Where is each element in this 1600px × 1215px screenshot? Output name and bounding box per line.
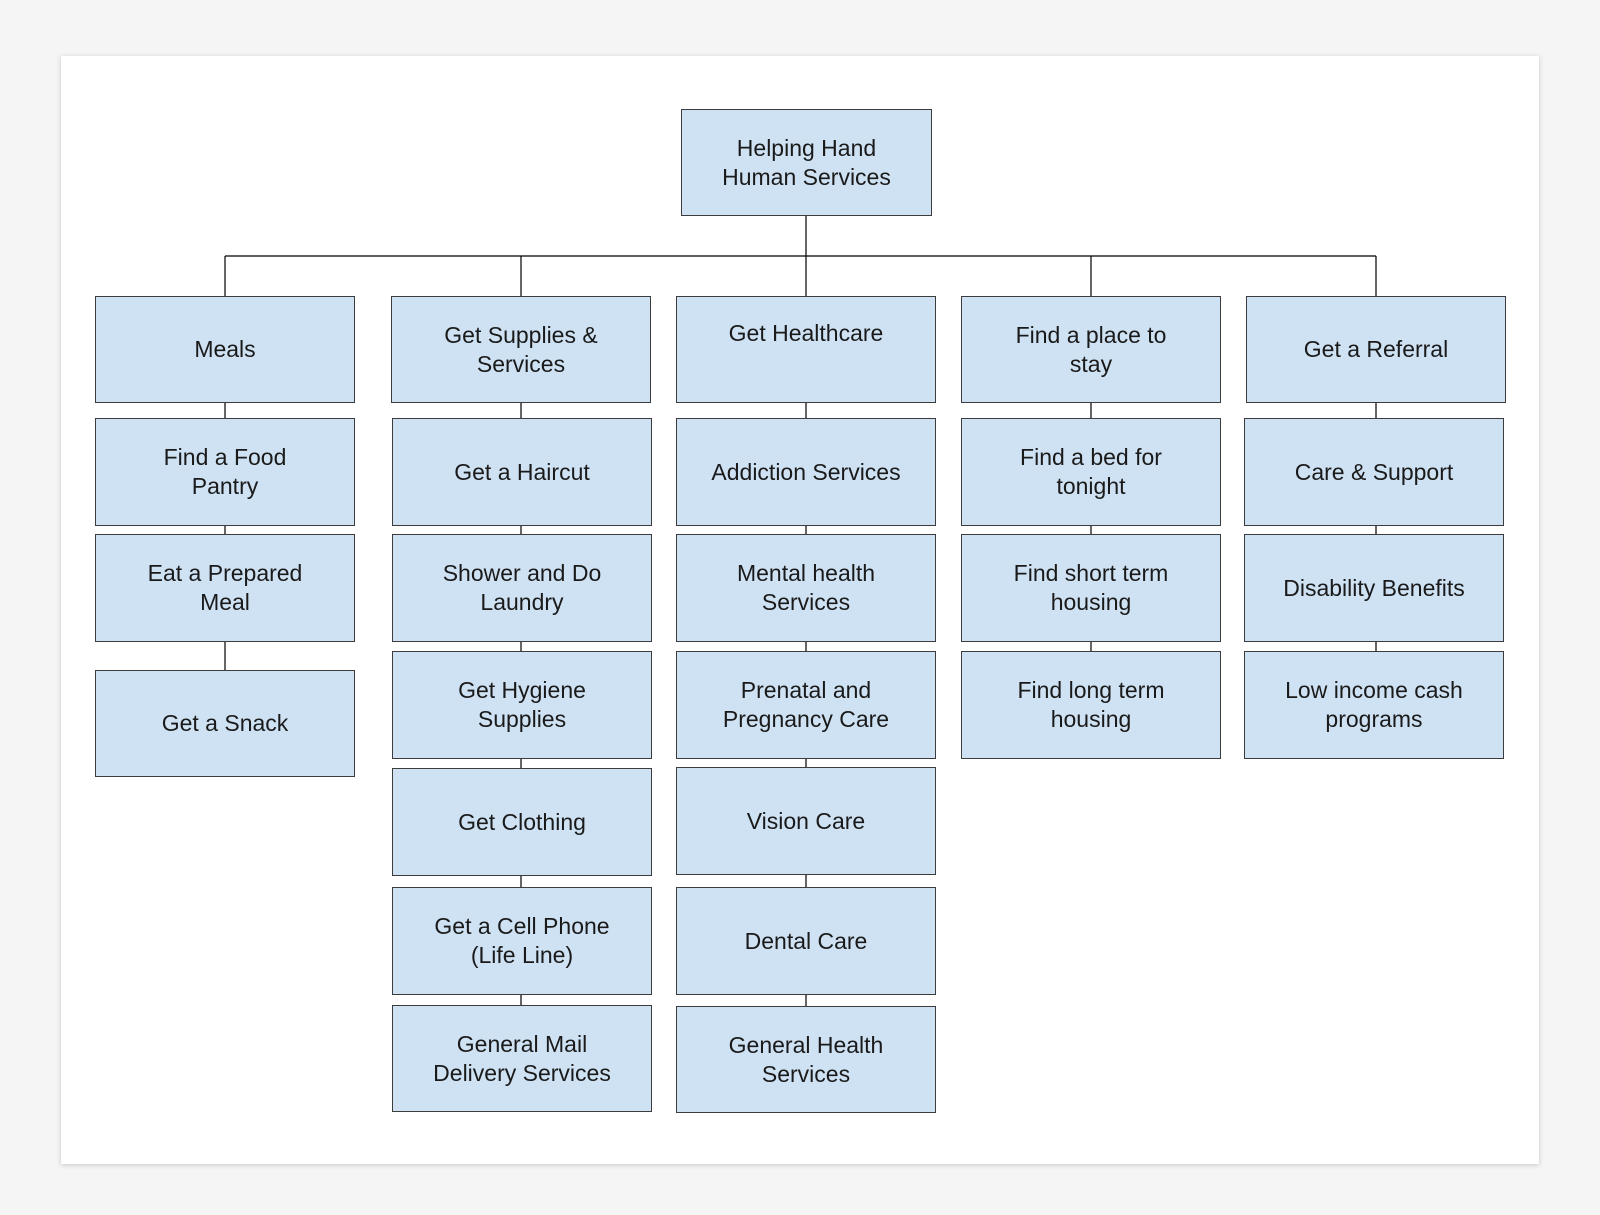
node-get-snack: Get a Snack <box>95 670 355 777</box>
node-shower-laundry: Shower and Do Laundry <box>392 534 652 642</box>
node-label: Disability Benefits <box>1283 574 1465 601</box>
node-category-referral: Get a Referral <box>1246 296 1506 403</box>
node-label: Find short term <box>1013 560 1169 586</box>
node-label: Get a Snack <box>161 710 289 736</box>
node-label: General Mail <box>456 1030 588 1057</box>
node-label: housing <box>1050 706 1132 732</box>
node-vision-care: Vision Care <box>676 767 936 875</box>
node-root-line1: Helping Hand <box>736 134 877 161</box>
node-get-clothing: Get Clothing <box>392 768 652 876</box>
node-label: Get a Referral <box>1303 336 1449 362</box>
node-label: Get Supplies & <box>444 321 598 348</box>
node-get-haircut: Get a Haircut <box>392 418 652 526</box>
node-label: Find a Food <box>163 444 287 470</box>
node-disability-benefits: Disability Benefits <box>1244 534 1504 642</box>
node-label: Low income cash <box>1285 677 1463 703</box>
node-label: (Life Line) <box>470 942 574 968</box>
node-hygiene-supplies: Get Hygiene Supplies <box>392 651 652 759</box>
node-care-support: Care & Support <box>1244 418 1504 526</box>
node-long-term-housing: Find long term housing <box>961 651 1221 759</box>
node-find-food-pantry: Find a Food Pantry <box>95 418 355 526</box>
node-dental-care: Dental Care <box>676 887 936 995</box>
node-label: Get Clothing <box>458 808 586 835</box>
node-general-health: General Health Services <box>676 1006 936 1113</box>
node-label: Find long term <box>1017 677 1165 703</box>
node-label: Get Healthcare <box>728 320 884 346</box>
node-label: Supplies <box>477 706 567 732</box>
node-root: Helping Hand Human Services <box>681 109 932 216</box>
node-bed-tonight: Find a bed for tonight <box>961 418 1221 526</box>
node-label: Pregnancy Care <box>722 706 890 732</box>
node-label: Services <box>761 1060 851 1087</box>
node-category-stay: Find a place to stay <box>961 296 1221 403</box>
node-category-healthcare: Get Healthcare <box>676 296 936 403</box>
node-label: Prenatal and <box>740 677 872 703</box>
node-label: Meals <box>194 336 256 362</box>
node-label: stay <box>1069 350 1113 377</box>
node-label: Vision Care <box>746 807 866 834</box>
node-category-meals: Meals <box>95 296 355 403</box>
node-label: housing <box>1050 589 1132 615</box>
node-cell-phone: Get a Cell Phone (Life Line) <box>392 887 652 995</box>
node-label: Services <box>476 350 566 377</box>
node-label: Addiction Services <box>711 458 901 485</box>
node-addiction-services: Addiction Services <box>676 418 936 526</box>
node-root-line2: Human Services <box>722 163 891 190</box>
node-label: Delivery Services <box>433 1059 611 1086</box>
node-label: Find a bed for <box>1020 444 1162 470</box>
node-label: Get a Haircut <box>454 458 590 485</box>
node-label: General Health <box>728 1031 884 1058</box>
node-category-supplies: Get Supplies & Services <box>391 296 651 403</box>
node-label: Get a Cell Phone <box>434 913 610 939</box>
node-label: Pantry <box>191 473 259 499</box>
node-prenatal-care: Prenatal and Pregnancy Care <box>676 651 936 759</box>
node-label: Eat a Prepared <box>147 560 303 586</box>
node-label: Mental health <box>736 560 876 586</box>
node-low-income-cash: Low income cash programs <box>1244 651 1504 759</box>
node-short-term-housing: Find short term housing <box>961 534 1221 642</box>
node-label: Meal <box>200 589 250 615</box>
node-label: programs <box>1325 706 1423 732</box>
node-label: Care & Support <box>1294 458 1454 485</box>
node-label: Laundry <box>480 589 564 615</box>
node-label: Find a place to <box>1015 321 1167 348</box>
node-mental-health: Mental health Services <box>676 534 936 642</box>
node-mail-delivery: General Mail Delivery Services <box>392 1005 652 1112</box>
node-label: Shower and Do <box>442 560 602 586</box>
node-label: tonight <box>1056 473 1126 499</box>
node-label: Dental Care <box>744 927 868 954</box>
node-label: Get Hygiene <box>458 677 586 703</box>
node-label: Services <box>761 589 851 615</box>
node-eat-prepared-meal: Eat a Prepared Meal <box>95 534 355 642</box>
